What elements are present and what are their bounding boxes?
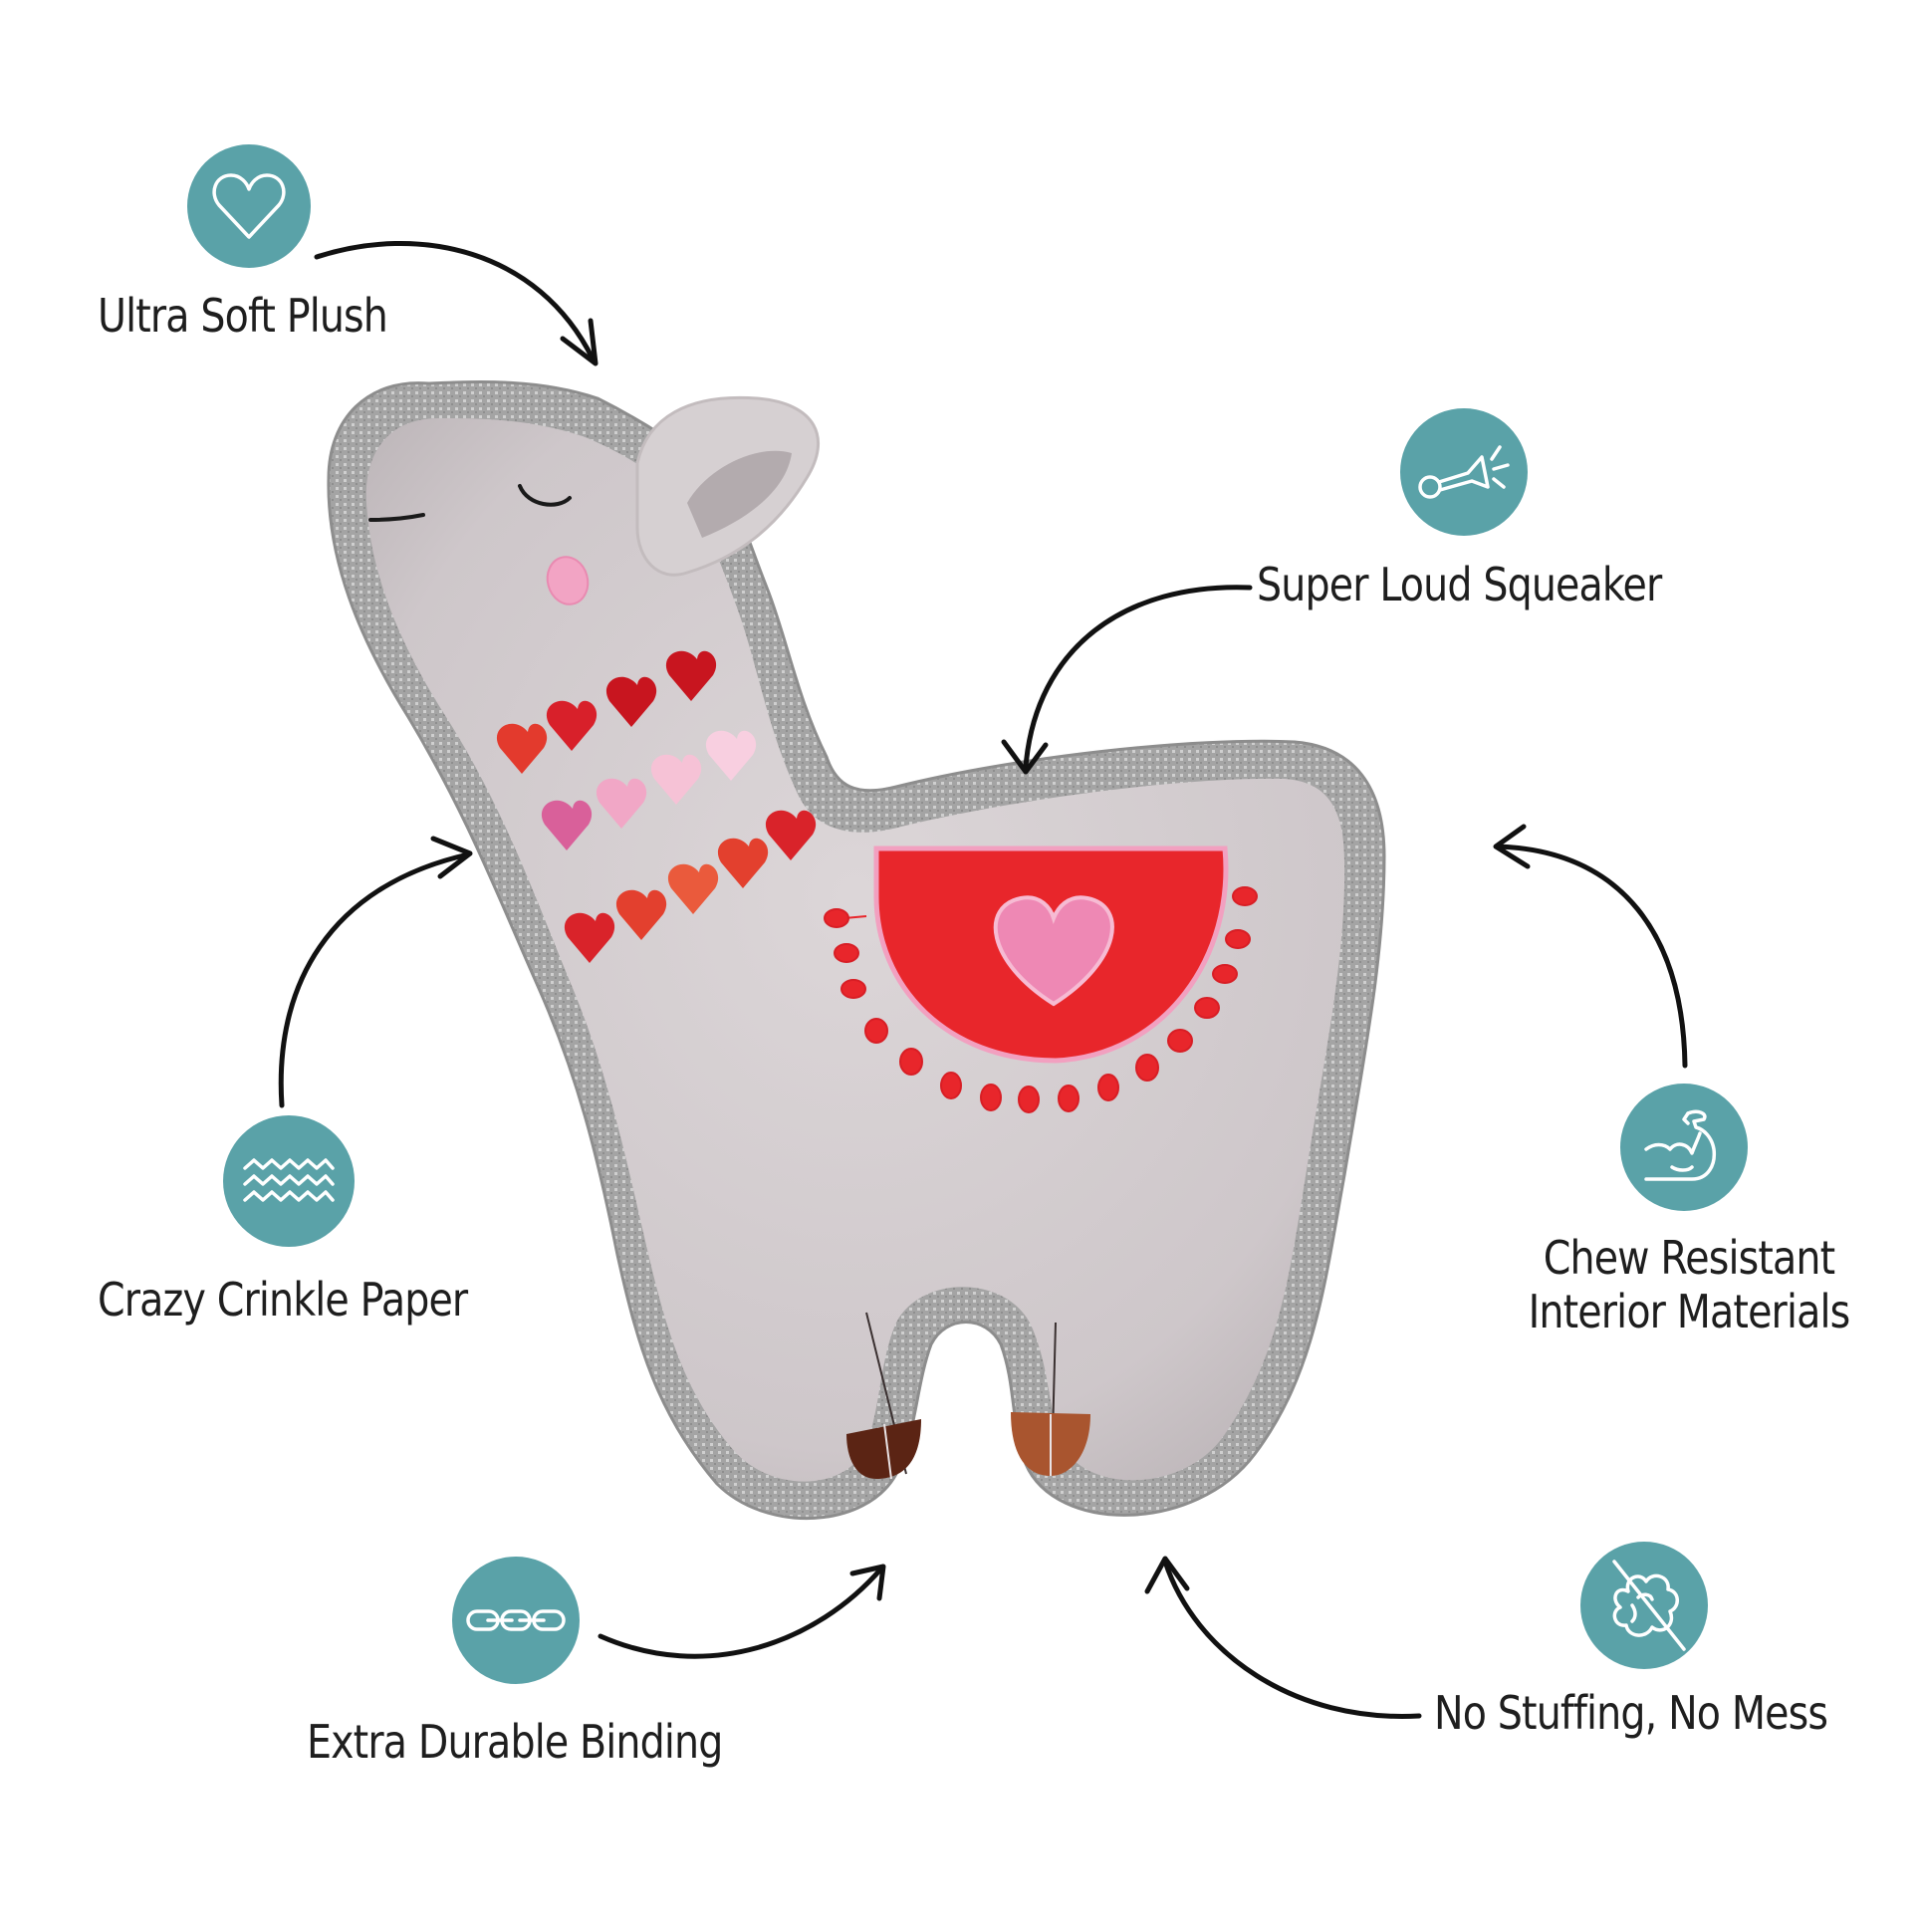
no-stuffing-badge	[1580, 1542, 1708, 1669]
arrow-no-stuffing	[1144, 1556, 1422, 1719]
heart-garland-top	[496, 650, 717, 774]
no-cotton-icon	[1612, 1560, 1686, 1651]
saddle-heart	[993, 895, 1114, 1007]
heart-icon	[212, 173, 286, 239]
llama-cheek	[546, 556, 590, 605]
saddle-pompoms	[824, 886, 1258, 1113]
chew-resistant-label-line2: Interior Materials	[1528, 1285, 1851, 1338]
crazy-crinkle-paper-badge	[223, 1115, 355, 1247]
waves-icon	[243, 1158, 335, 1202]
ultra-soft-plush-label: Ultra Soft Plush	[98, 289, 388, 343]
arrow-super-loud-squeaker	[1001, 585, 1253, 775]
chain-icon	[466, 1609, 566, 1631]
extra-durable-binding-badge	[452, 1557, 580, 1684]
ultra-soft-plush-badge	[187, 144, 311, 268]
arrow-extra-durable-binding	[598, 1564, 886, 1659]
llama-ear	[635, 395, 821, 577]
extra-durable-binding-label: Extra Durable Binding	[307, 1715, 723, 1769]
llama-eyes	[368, 484, 572, 522]
chew-resistant-label-line1: Chew Resistant	[1543, 1231, 1835, 1285]
llama-hooves	[846, 1312, 1090, 1480]
saddle-blanket	[873, 845, 1229, 1064]
crazy-crinkle-paper-label: Crazy Crinkle Paper	[98, 1273, 468, 1327]
flexed-arm-icon	[1644, 1109, 1717, 1181]
arrow-chew-resistant	[1493, 824, 1688, 1069]
heart-garland-middle	[541, 730, 757, 850]
chew-resistant-badge	[1620, 1084, 1748, 1211]
chew-resistant-label: Chew Resistant Interior Materials	[1509, 1231, 1868, 1338]
no-stuffing-label: No Stuffing, No Mess	[1434, 1686, 1828, 1740]
super-loud-squeaker-badge	[1400, 408, 1528, 536]
horn-icon	[1418, 445, 1510, 499]
heart-garland-bottom	[564, 810, 817, 963]
arrow-ultra-soft-plush	[314, 240, 599, 366]
arrow-crazy-crinkle-paper	[278, 836, 473, 1108]
super-loud-squeaker-label: Super Loud Squeaker	[1257, 558, 1662, 611]
